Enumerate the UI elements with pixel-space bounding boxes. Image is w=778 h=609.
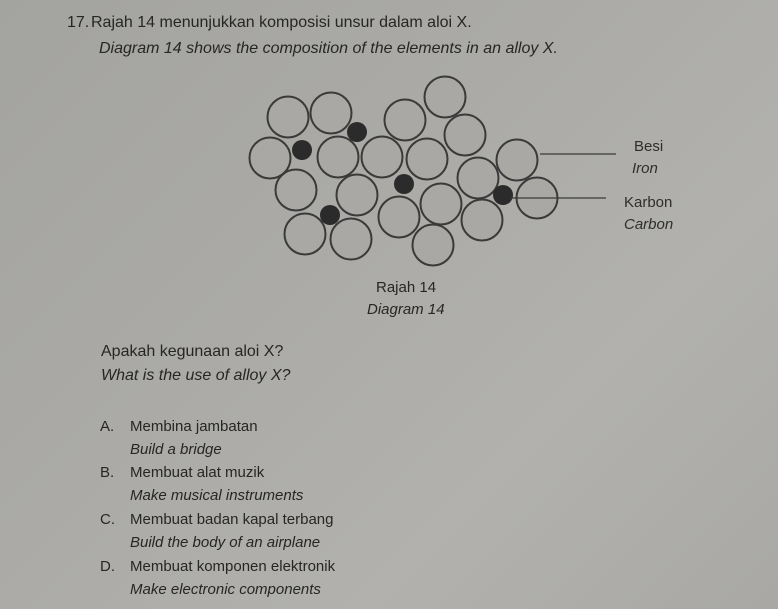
option-text-malay: Membuat alat muzik <box>130 464 265 481</box>
iron-atom-icon <box>495 138 539 182</box>
iron-atom-icon <box>419 182 463 226</box>
iron-atom-icon <box>248 136 292 180</box>
option-letter: C. <box>100 511 115 528</box>
option-letter: D. <box>100 558 115 575</box>
iron-atom-icon <box>316 135 360 179</box>
iron-label-malay: Besi <box>634 138 664 155</box>
iron-label-english: Iron <box>632 160 658 177</box>
prompt-english: What is the use of alloy X? <box>101 367 291 384</box>
iron-atom-icon <box>335 173 379 217</box>
diagram-caption-malay: Rajah 14 <box>376 279 437 296</box>
option-text-english: Make electronic components <box>130 581 321 598</box>
iron-atom-icon <box>456 156 500 200</box>
carbon-atom-icon <box>394 174 414 194</box>
carbon-atom-icon <box>292 140 312 160</box>
carbon-atom-icon <box>347 122 367 142</box>
carbon-atom-icon <box>493 185 513 205</box>
iron-atom-icon <box>377 195 421 239</box>
carbon-atoms <box>292 122 513 225</box>
iron-atom-icon <box>411 223 455 267</box>
iron-atom-icon <box>443 113 487 157</box>
iron-atom-icon <box>460 198 504 242</box>
iron-atom-icon <box>423 75 467 119</box>
iron-atom-icon <box>383 98 427 142</box>
iron-atom-icon <box>266 95 310 139</box>
option-text-english: Make musical instruments <box>130 487 304 504</box>
option-text-english: Build a bridge <box>130 441 222 458</box>
question-text-english: Diagram 14 shows the composition of the … <box>99 40 558 57</box>
prompt-malay: Apakah kegunaan aloi X? <box>101 343 284 360</box>
diagram-caption-english: Diagram 14 <box>367 301 445 318</box>
carbon-label-malay: Karbon <box>624 194 673 211</box>
option-text-malay: Membina jambatan <box>130 418 258 435</box>
question-text-malay: Rajah 14 menunjukkan komposisi unsur dal… <box>91 14 472 31</box>
option-letter: A. <box>100 418 115 435</box>
option-text-english: Build the body of an airplane <box>130 534 321 551</box>
iron-atoms <box>248 75 559 267</box>
question-number: 17. <box>67 14 90 31</box>
iron-atom-icon <box>405 137 449 181</box>
option-text-malay: Membuat badan kapal terbang <box>130 511 334 528</box>
iron-atom-icon <box>274 168 318 212</box>
option-letter: B. <box>100 464 115 481</box>
iron-atom-icon <box>283 212 327 256</box>
iron-atom-icon <box>360 135 404 179</box>
option-text-malay: Membuat komponen elektronik <box>130 558 336 575</box>
iron-atom-icon <box>329 217 373 261</box>
carbon-atom-icon <box>320 205 340 225</box>
iron-atom-icon <box>309 91 353 135</box>
carbon-label-english: Carbon <box>624 216 674 233</box>
